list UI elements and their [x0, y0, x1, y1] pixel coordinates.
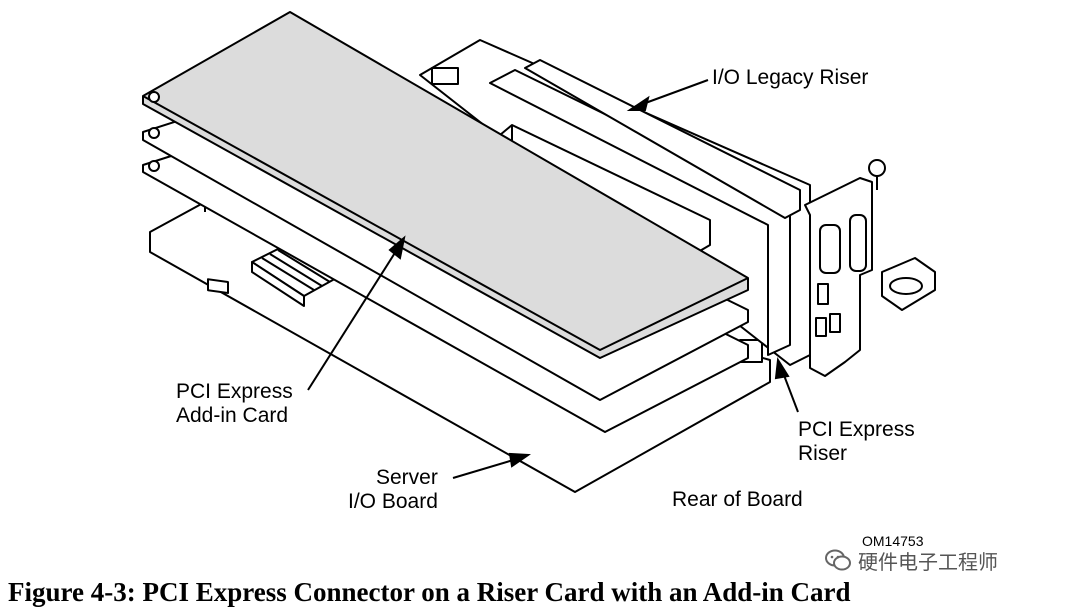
label-pci-express-add-in-card-1: PCI Express: [176, 380, 293, 403]
label-server-io-board-2: I/O Board: [348, 490, 438, 513]
wechat-icon: [825, 549, 851, 571]
leader-io-legacy-riser: [626, 79, 709, 111]
figure-caption: Figure 4-3: PCI Express Connector on a R…: [8, 577, 851, 607]
watermark: 硬件电子工程师: [824, 546, 998, 574]
label-pci-express-add-in-card-2: Add-in Card: [176, 404, 289, 427]
leader-pci-express-add-in-card: [307, 235, 406, 391]
watermark-text: 硬件电子工程师: [858, 549, 998, 574]
label-pci-express-riser-2: Riser: [798, 442, 848, 465]
pci-bracket: [804, 159, 936, 377]
leader-pci-express-riser: [774, 357, 799, 413]
label-server-io-board-1: Server: [376, 466, 438, 489]
pci-express-add-in-card: [142, 11, 749, 359]
label-pci-express-riser-1: PCI Express: [798, 418, 915, 441]
leader-server-io-board: [452, 452, 531, 479]
heatsink: [251, 243, 341, 307]
figure-code: OM14753: [862, 533, 924, 549]
label-rear-of-board: Rear of Board: [672, 488, 803, 511]
label-io-legacy-riser: I/O Legacy Riser: [712, 66, 869, 89]
